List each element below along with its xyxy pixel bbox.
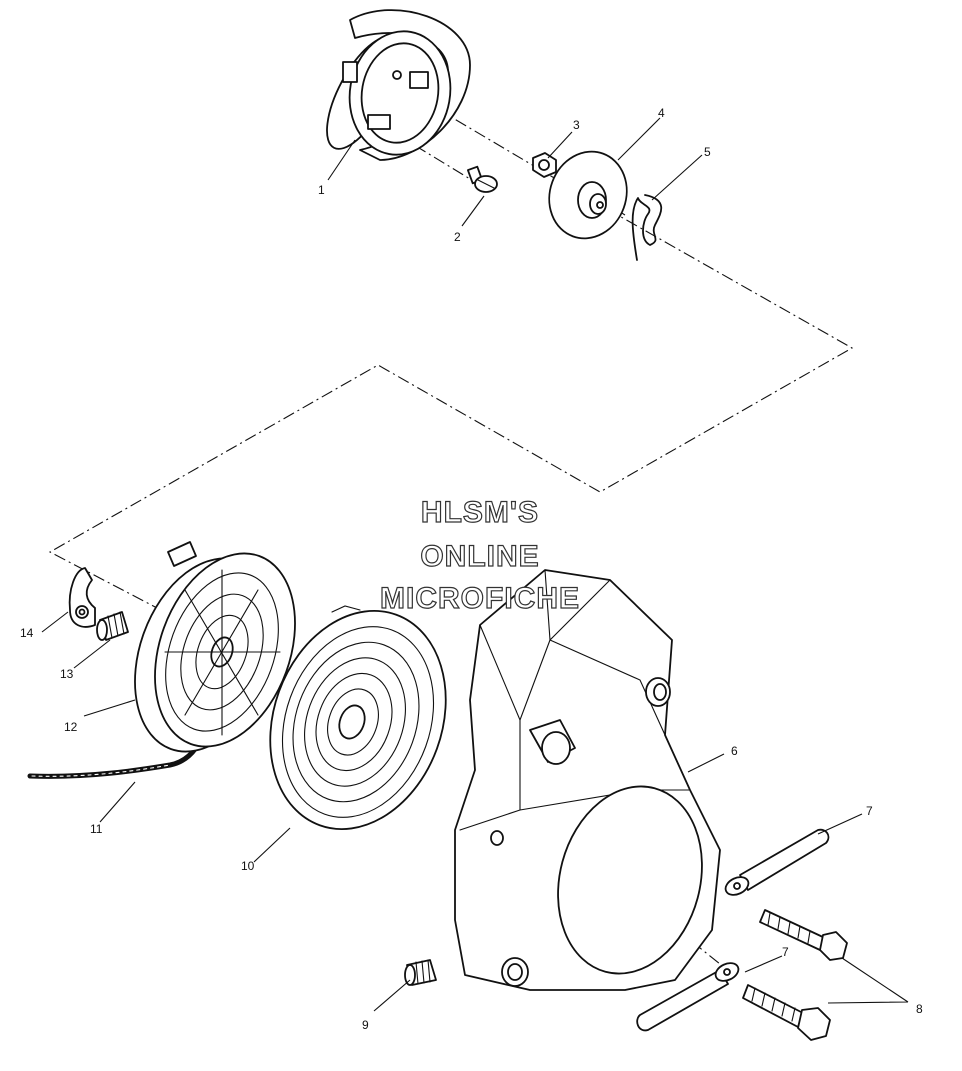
callout-leaders	[41, 117, 909, 1012]
callout-9: 9	[362, 1018, 369, 1032]
friction-plate-part	[548, 150, 628, 240]
callout-14: 14	[20, 626, 34, 640]
recoil-housing-part	[454, 569, 721, 991]
watermark-line-3: MICROFICHE	[380, 582, 580, 615]
callout-3: 3	[573, 118, 580, 132]
pawl-spring-part	[96, 611, 129, 641]
nut-part	[532, 152, 557, 178]
spring-clip-part	[631, 194, 663, 261]
callout-6: 6	[731, 744, 738, 758]
pawl-part	[68, 567, 96, 628]
handle-part-upper	[724, 828, 830, 896]
callout-8: 8	[916, 1002, 923, 1016]
callout-4: 4	[658, 106, 665, 120]
callout-11: 11	[90, 822, 103, 836]
callout-numbers: 1 2 3 4 5 6 7 7 8 9 10 11 12 13 14	[20, 106, 923, 1032]
long-bolt-part-upper	[759, 909, 848, 961]
long-bolt-part-lower	[742, 984, 831, 1041]
watermark-line-1: HLSM'S	[421, 496, 539, 529]
callout-7-lower: 7	[782, 945, 789, 959]
small-nut-part	[404, 959, 437, 986]
bolt-part	[467, 165, 498, 193]
callout-13: 13	[60, 667, 74, 681]
callout-2: 2	[454, 230, 461, 244]
handle-part-lower	[636, 962, 740, 1032]
callout-1: 1	[318, 183, 325, 197]
callout-10: 10	[241, 859, 255, 873]
starter-cup-part	[326, 9, 471, 161]
recoil-spring-part	[269, 605, 447, 830]
starter-rope-part	[27, 737, 203, 779]
callout-12: 12	[64, 720, 78, 734]
watermark: HLSM'S ONLINE MICROFICHE	[379, 495, 580, 615]
callout-7-upper: 7	[866, 804, 873, 818]
callout-5: 5	[704, 145, 711, 159]
watermark-line-2: ONLINE	[420, 540, 539, 573]
rope-pulley-part	[134, 541, 296, 753]
